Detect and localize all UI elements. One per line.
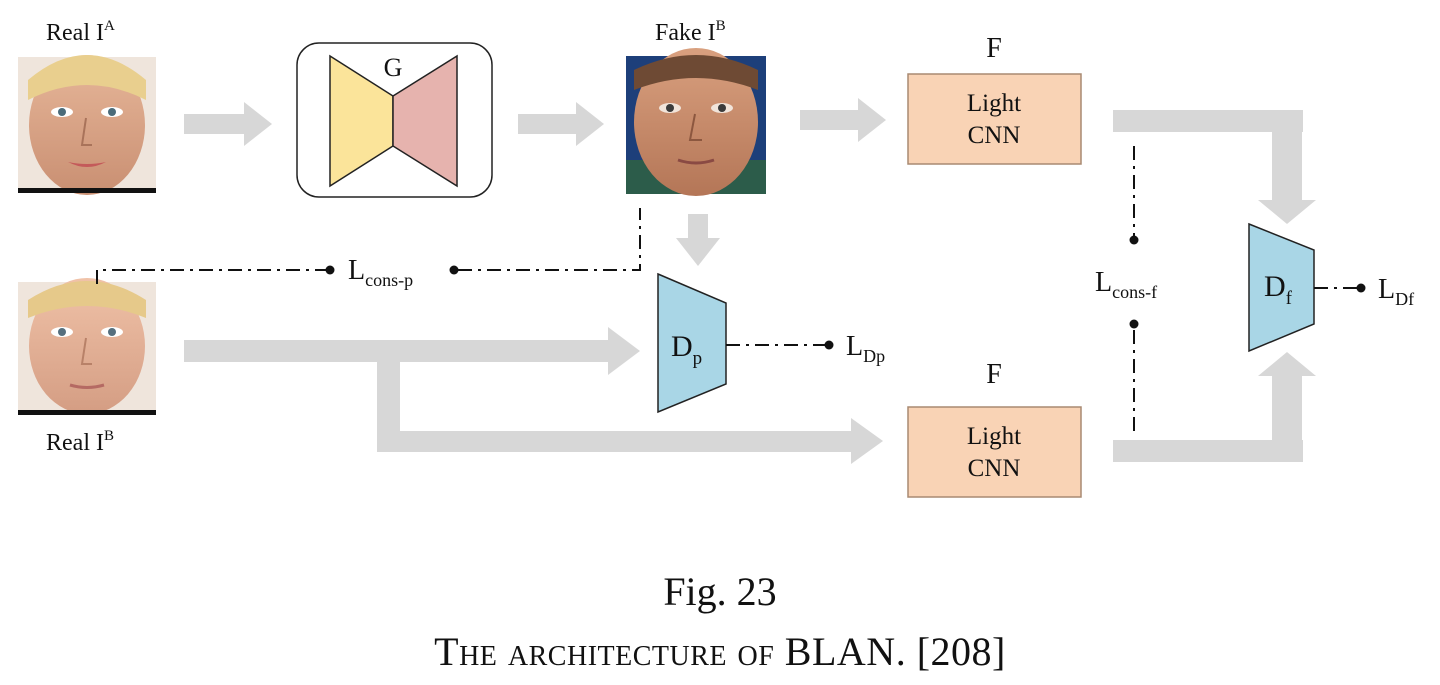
loss-dp-label: LDp bbox=[846, 331, 885, 366]
loss-df-label: LDf bbox=[1378, 274, 1414, 309]
light-cnn-bottom-box bbox=[907, 406, 1082, 498]
figure-title: The architecture of BLAN. [208] bbox=[434, 629, 1006, 674]
light-cnn-top-box bbox=[907, 73, 1082, 165]
generator-label: G bbox=[384, 53, 403, 82]
light-cnn-bottom-line1: Light bbox=[967, 423, 1021, 450]
arrow-real-a-to-generator bbox=[184, 102, 272, 146]
fake-b-face-image bbox=[626, 48, 766, 196]
real-b-label: Real IB bbox=[46, 428, 114, 456]
real-a-label: Real IA bbox=[46, 18, 115, 46]
light-cnn-top-title: F bbox=[986, 33, 1002, 64]
loss-cons-p-dot-left bbox=[325, 265, 335, 275]
discriminator-dp-shape bbox=[657, 272, 727, 414]
arrow-generator-to-fake-b bbox=[518, 102, 604, 146]
real-b-face-image bbox=[18, 278, 156, 415]
arrow-real-b-to-dp bbox=[184, 327, 640, 375]
loss-df-dot bbox=[1356, 283, 1366, 293]
loss-dp-dot bbox=[824, 340, 834, 350]
generator-block bbox=[296, 42, 493, 198]
loss-cons-p-connector bbox=[96, 208, 641, 284]
generator-decoder bbox=[392, 54, 458, 188]
discriminator-df-label: Df bbox=[1264, 270, 1293, 309]
loss-cons-p-dot-right bbox=[449, 265, 459, 275]
loss-cons-f-dot-bottom bbox=[1129, 319, 1139, 329]
real-a-face-image bbox=[18, 55, 156, 195]
light-cnn-top-line2: CNN bbox=[968, 122, 1021, 149]
light-cnn-top-line1: Light bbox=[967, 90, 1021, 117]
loss-cons-f-dot-top bbox=[1129, 235, 1139, 245]
discriminator-df-shape bbox=[1248, 222, 1315, 353]
loss-cons-f-label: Lcons-f bbox=[1095, 267, 1157, 302]
loss-cons-p-label: Lcons-p bbox=[348, 255, 413, 290]
fake-b-label: Fake IB bbox=[655, 18, 726, 46]
figure-number: Fig. 23 bbox=[663, 569, 777, 614]
arrow-fake-b-to-dp bbox=[676, 214, 720, 266]
arrow-real-b-to-light-cnn-bottom bbox=[377, 350, 883, 464]
discriminator-dp-label: Dp bbox=[671, 330, 702, 369]
arrow-light-cnn-top-to-df bbox=[1113, 110, 1316, 224]
arrow-fake-b-to-light-cnn-top bbox=[800, 98, 886, 142]
light-cnn-bottom-line2: CNN bbox=[968, 455, 1021, 482]
arrow-light-cnn-bottom-to-df bbox=[1113, 352, 1316, 462]
light-cnn-bottom-title: F bbox=[986, 359, 1002, 390]
